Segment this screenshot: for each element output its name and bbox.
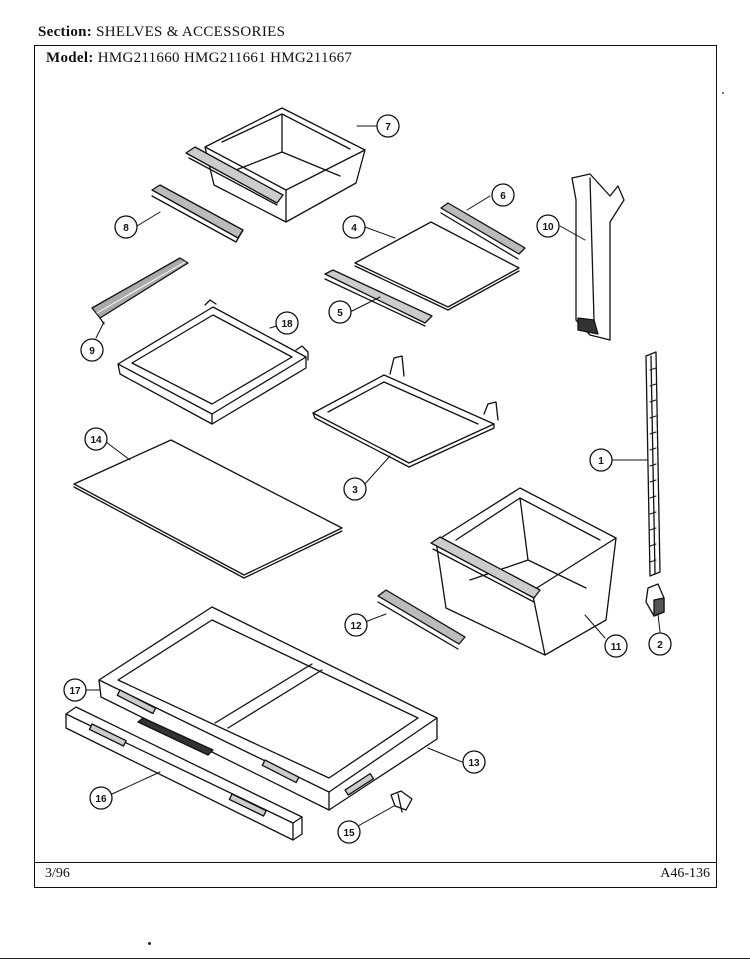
svg-text:2: 2 xyxy=(657,640,663,651)
part-6-shelf-rail xyxy=(440,202,526,260)
callout-2: 2 xyxy=(648,632,672,656)
svg-text:3: 3 xyxy=(352,485,358,496)
callout-4: 4 xyxy=(342,215,366,239)
model-value: HMG211660 HMG211661 HMG211667 xyxy=(97,50,353,66)
callout-13: 13 xyxy=(462,750,486,774)
leader-lines xyxy=(85,125,661,827)
part-18-shelf-frame xyxy=(117,299,309,425)
part-4-glass-shelf xyxy=(354,221,520,311)
scan-speck xyxy=(722,92,724,94)
callout-14: 14 xyxy=(84,427,108,451)
part-10-bracket xyxy=(571,173,625,341)
callout-8: 8 xyxy=(114,215,138,239)
svg-text:9: 9 xyxy=(89,346,95,357)
svg-text:4: 4 xyxy=(351,223,357,234)
callout-5: 5 xyxy=(328,300,352,324)
part-16-front-trim xyxy=(65,706,303,841)
svg-text:10: 10 xyxy=(542,222,554,233)
section-label: Section: xyxy=(38,24,93,40)
svg-text:6: 6 xyxy=(500,191,506,202)
part-8-drawer-rail xyxy=(151,184,244,243)
callout-12: 12 xyxy=(344,613,368,637)
callout-3: 3 xyxy=(343,477,367,501)
section-title: Section: SHELVES & ACCESSORIES xyxy=(38,24,285,41)
part-13-support-frame xyxy=(98,606,438,811)
callout-17: 17 xyxy=(63,678,87,702)
svg-text:11: 11 xyxy=(611,642,622,653)
callout-15: 15 xyxy=(337,820,361,844)
callout-10: 10 xyxy=(536,214,560,238)
diagram-frame xyxy=(34,45,717,888)
svg-text:5: 5 xyxy=(337,308,343,319)
section-value: SHELVES & ACCESSORIES xyxy=(96,24,286,40)
callout-11: 11 xyxy=(604,634,628,658)
callout-7: 7 xyxy=(376,114,400,138)
model-line: Model: HMG211660 HMG211661 HMG211667 xyxy=(46,50,352,67)
callout-9: 9 xyxy=(80,338,104,362)
part-15-clip xyxy=(390,790,413,813)
svg-text:12: 12 xyxy=(350,621,362,632)
footer-date: 3/96 xyxy=(45,866,70,881)
callout-16: 16 xyxy=(89,786,113,810)
callout-1: 1 xyxy=(589,448,613,472)
part-5-shelf-trim xyxy=(324,269,433,327)
part-7-crisper-drawer xyxy=(185,107,366,223)
svg-text:14: 14 xyxy=(90,435,102,446)
svg-text:7: 7 xyxy=(385,122,391,133)
svg-text:13: 13 xyxy=(468,758,480,769)
page-bottom-rule xyxy=(0,958,750,959)
model-label: Model: xyxy=(46,50,94,66)
part-3-cantilever-shelf xyxy=(312,355,499,468)
footer-code: A46-136 xyxy=(660,866,710,881)
callout-6: 6 xyxy=(491,183,515,207)
svg-text:16: 16 xyxy=(95,794,107,805)
svg-text:15: 15 xyxy=(343,828,355,839)
part-12-drawer-rail xyxy=(377,589,466,650)
svg-text:1: 1 xyxy=(598,456,604,467)
part-2-clip xyxy=(645,583,665,617)
part-9-slide-rail xyxy=(91,257,189,325)
part-14-glass-panel xyxy=(73,439,343,579)
svg-text:8: 8 xyxy=(123,223,129,234)
scan-speck xyxy=(148,942,151,945)
part-11-crisper-drawer xyxy=(430,487,617,656)
svg-text:18: 18 xyxy=(281,319,293,330)
callouts: 7 8 4 6 10 5 9 18 xyxy=(63,114,672,844)
part-17-vent-grille xyxy=(137,717,214,756)
part-1-shelf-track xyxy=(645,351,661,577)
callout-18: 18 xyxy=(275,311,299,335)
svg-text:17: 17 xyxy=(69,686,81,697)
footer-divider xyxy=(34,862,717,863)
